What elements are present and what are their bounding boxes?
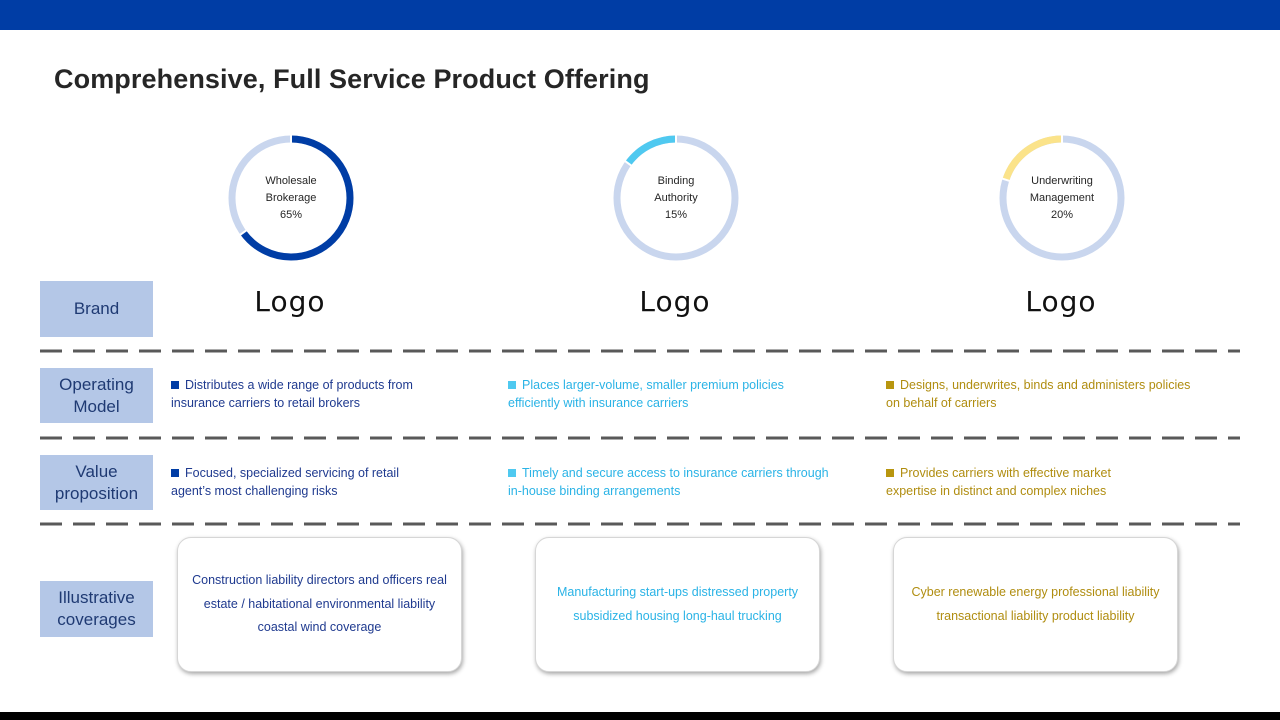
cell-line1: Timely and secure access to insurance ca… [522, 466, 829, 480]
cell-line1: Places larger-volume, smaller premium po… [522, 378, 784, 392]
cell-line2: expertise in distinct and complex niches [886, 484, 1107, 498]
row-label-illustrative-coverages: Illustrative coverages [40, 581, 153, 637]
donut-ring [613, 134, 739, 261]
segment-gap [623, 159, 633, 168]
operating-model-binding: Places larger-volume, smaller premium po… [508, 376, 784, 412]
cell-line1: Designs, underwrites, binds and administ… [900, 378, 1191, 392]
coverage-box-binding: Manufacturing start-ups distressed prope… [535, 537, 820, 672]
operating-model-wholesale: Distributes a wide range of products fro… [171, 376, 413, 412]
value-proposition-binding: Timely and secure access to insurance ca… [508, 464, 829, 500]
square-bullet-icon [886, 469, 894, 477]
cell-line2: efficiently with insurance carriers [508, 396, 689, 410]
square-bullet-icon [886, 381, 894, 389]
value-proposition-underwriting: Provides carriers with effective market … [886, 464, 1111, 500]
divider [40, 522, 1240, 526]
footer-bar [0, 712, 1280, 720]
donut-wholesale-brokerage: Wholesale Brokerage 65% [227, 133, 355, 263]
operating-model-underwriting: Designs, underwrites, binds and administ… [886, 376, 1190, 412]
row-label-brand: Brand [40, 281, 153, 337]
divider [40, 436, 1240, 440]
coverage-text: Cyber renewable energy professional liab… [911, 585, 1160, 623]
donut-label-line2: Authority [654, 191, 698, 204]
row-label-text: Value proposition [54, 461, 139, 503]
donut-underwriting-management: Underwriting Management 20% [998, 133, 1126, 263]
donut-percent: 20% [1050, 208, 1074, 221]
segment-gap [1000, 177, 1011, 183]
square-bullet-icon [171, 469, 179, 477]
cell-line1: Provides carriers with effective market [900, 466, 1111, 480]
segment-gap [238, 228, 248, 237]
cell-line2: on behalf of carriers [886, 396, 997, 410]
row-label-operating-model: Operating Model [40, 368, 153, 423]
page-title: Comprehensive, Full Service Product Offe… [54, 64, 650, 94]
donut-label-line1: Wholesale [265, 174, 317, 187]
donut-label-line1: Underwriting [1031, 174, 1093, 187]
cell-line1: Focused, specialized servicing of retail [185, 466, 399, 480]
coverage-box-underwriting: Cyber renewable energy professional liab… [893, 537, 1178, 672]
donut-ring [999, 134, 1125, 261]
coverage-box-wholesale: Construction liability directors and off… [177, 537, 462, 672]
donut-ring [228, 134, 354, 261]
logo-wholesale: Logo [254, 285, 326, 318]
cell-line1: Distributes a wide range of products fro… [185, 378, 413, 392]
header-bar [0, 0, 1280, 30]
donut-label-line2: Brokerage [265, 191, 317, 204]
cell-line2: agent’s most challenging risks [171, 484, 338, 498]
donut-binding-authority: Binding Authority 15% [612, 133, 740, 263]
square-bullet-icon [508, 469, 516, 477]
coverage-text: Construction liability directors and off… [192, 573, 447, 635]
donut-percent: 65% [279, 208, 303, 221]
coverage-text: Manufacturing start-ups distressed prope… [556, 585, 799, 623]
row-label-text: Operating Model [59, 374, 134, 416]
logo-underwriting: Logo [1025, 285, 1097, 318]
donut-label-line2: Management [1029, 191, 1095, 204]
row-label-value-proposition: Value proposition [40, 455, 153, 510]
donut-percent: 15% [664, 208, 688, 221]
logo-binding: Logo [639, 285, 711, 318]
divider [40, 349, 1240, 353]
value-proposition-wholesale: Focused, specialized servicing of retail… [171, 464, 399, 500]
cell-line2: in-house binding arrangements [508, 484, 681, 498]
square-bullet-icon [171, 381, 179, 389]
donut-label-line1: Binding [657, 174, 695, 187]
square-bullet-icon [508, 381, 516, 389]
row-label-text: Illustrative coverages [57, 588, 136, 629]
cell-line2: insurance carriers to retail brokers [171, 396, 360, 410]
